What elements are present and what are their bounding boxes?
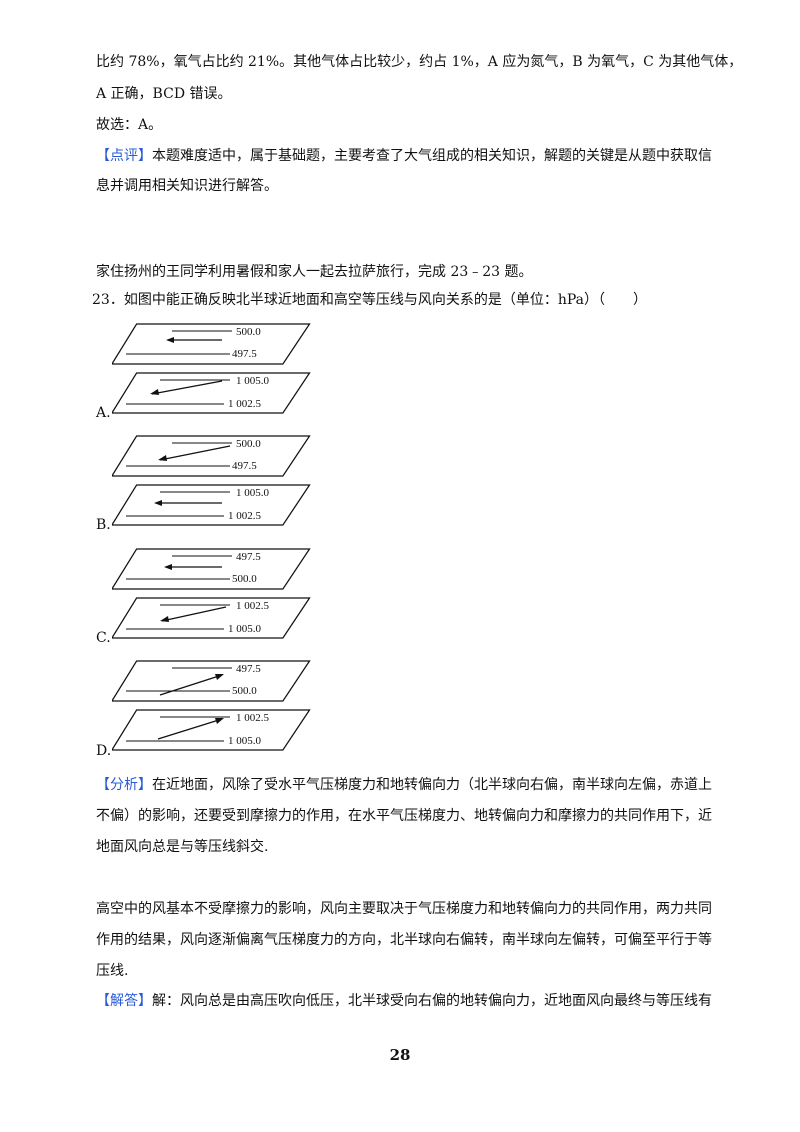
analysis-tag: 【分析】 [96,777,152,793]
wind-arrow [151,380,223,395]
page-number: 28 [389,1046,411,1064]
text-line: 压线. [96,963,129,979]
text-line: 故选：A。 [96,117,163,133]
option-c-diagram: 497.5 500.0 1 002.5 1 005.0 [112,548,311,639]
analysis-line: 【分析】在近地面，风除了受水平气压梯度力和地转偏向力（北半球向右偏，南半球向左偏… [96,775,712,795]
comment-tag: 【点评】 [96,148,152,164]
wind-arrow [159,674,223,696]
isobar-label: 500.0 [236,438,261,450]
isobar-label: 497.5 [232,460,257,472]
upper-plane [112,435,311,477]
option-c-label: C. [96,630,111,646]
answer-tag: 【解答】 [96,993,152,1009]
option-d-label: D. [96,743,112,759]
wind-arrow [161,606,227,622]
lower-plane [112,372,311,414]
arrow-head [164,564,172,570]
text-line: 息并调用相关知识进行解答。 [96,178,278,194]
isobar-label: 500.0 [236,326,261,338]
lower-plane [112,597,311,639]
analysis-text: 在近地面，风除了受水平气压梯度力和地转偏向力（北半球向右偏，南半球向左偏，赤道上 [152,777,712,793]
text-line: 地面风向总是与等压线斜交. [96,839,269,855]
question-line: 23．如图中能正确反映北半球近地面和高空等压线与风向关系的是（单位：hPa）（ … [92,292,647,308]
arrow-head [166,337,174,343]
option-b-label: B. [96,517,111,533]
isobar-label: 1 005.0 [228,623,262,635]
arrow-head [215,674,224,680]
arrow-head [215,718,224,724]
text-line: 高空中的风基本不受摩擦力的影响，风向主要取决于气压梯度力和地转偏向力的共同作用，… [96,901,712,917]
option-b-diagram: 500.0 497.5 1 005.0 1 002.5 [112,435,311,526]
isobar-label: 1 005.0 [236,375,270,387]
comment-line: 【点评】本题难度适中，属于基础题，主要考查了大气组成的相关知识，解题的关键是从题… [96,146,712,166]
upper-plane [112,660,311,702]
wind-arrow [159,445,231,461]
isobar-label: 1 005.0 [228,735,262,747]
answer-text: 解：风向总是由高压吹向低压，北半球受向右偏的地转偏向力，近地面风向最终与等压线有 [152,993,712,1009]
lower-plane [112,709,311,751]
isobar-label: 500.0 [232,685,257,697]
arrow-head [158,455,167,461]
text-line: A 正确，BCD 错误。 [96,86,232,102]
intro-line: 家住扬州的王同学利用暑假和家人一起去拉萨旅行，完成 23﹣23 题。 [96,264,533,280]
option-a-diagram: 500.0 497.5 1 005.0 1 002.5 [112,323,311,414]
lower-plane [112,484,311,526]
text-line: 比约 78%，氧气占比约 21%。其他气体占比较少，约占 1%，A 应为氮气，B… [96,54,743,70]
isobar-label: 500.0 [232,573,257,585]
isobar-label: 497.5 [236,551,261,563]
text-line: 不偏）的影响，还要受到摩擦力的作用，在水平气压梯度力、地转偏向力和摩擦力的共同作… [96,808,712,824]
upper-plane [112,548,311,590]
isobar-label: 1 002.5 [228,510,262,522]
answer-line: 【解答】解：风向总是由高压吹向低压，北半球受向右偏的地转偏向力，近地面风向最终与… [96,991,712,1011]
arrow-head [154,500,162,506]
isobar-label: 497.5 [232,348,257,360]
isobar-label: 497.5 [236,663,261,675]
option-a-label: A. [96,405,111,421]
arrow-head [150,389,159,395]
isobar-label: 1 002.5 [236,712,270,724]
text-line: 作用的结果，风向逐渐偏离气压梯度力的方向，北半球向右偏转，南半球向左偏转，可偏至… [96,932,712,948]
arrow-head [160,616,169,622]
upper-plane [112,323,311,365]
isobar-label: 1 002.5 [228,398,262,410]
wind-arrow [157,718,223,740]
isobar-label: 1 005.0 [236,487,270,499]
isobar-label: 1 002.5 [236,600,270,612]
option-d-diagram: 497.5 500.0 1 002.5 1 005.0 [112,660,311,751]
comment-text: 本题难度适中，属于基础题，主要考查了大气组成的相关知识，解题的关键是从题中获取信 [152,148,712,164]
